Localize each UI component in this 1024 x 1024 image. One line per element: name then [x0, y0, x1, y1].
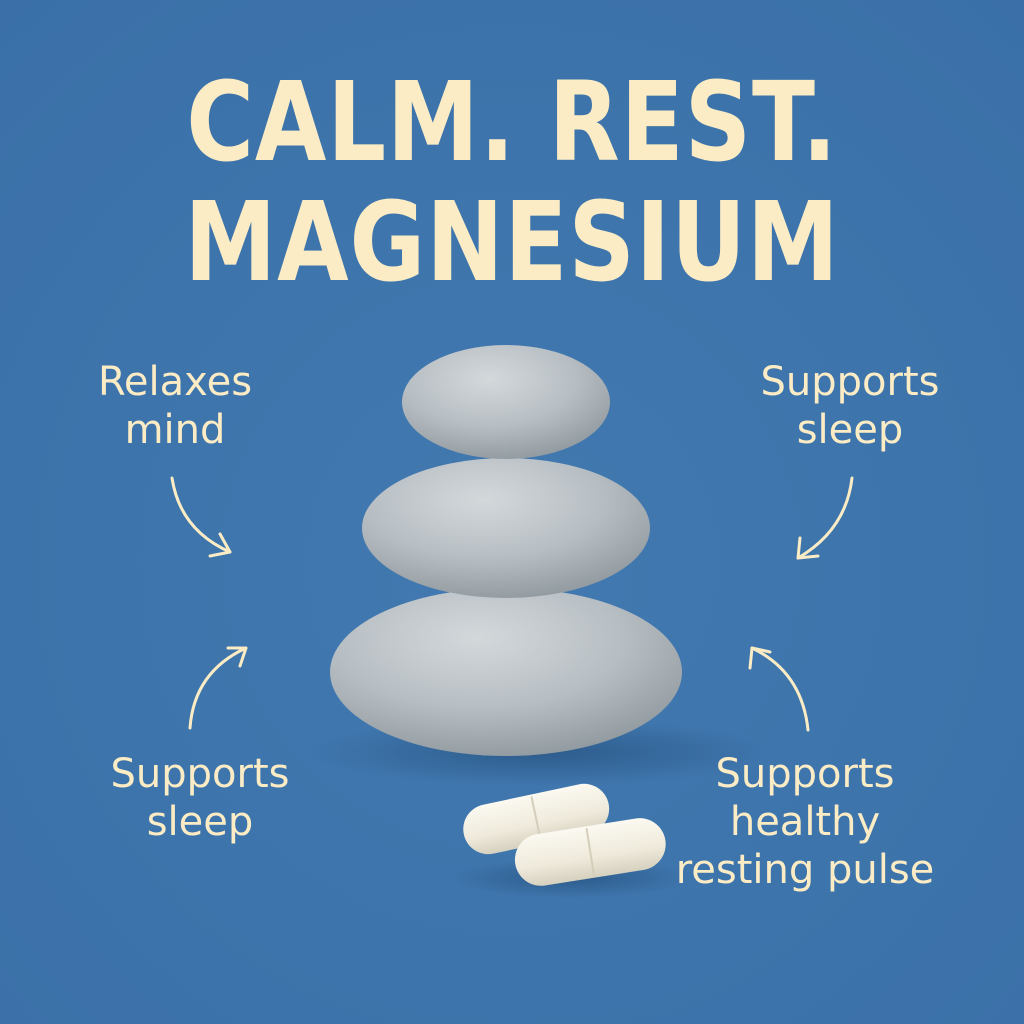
callout-line: mind: [124, 407, 226, 453]
stone-middle: [362, 458, 650, 598]
callout-line: Supports: [760, 359, 940, 405]
callout-supports-sleep-top: Supports sleep: [730, 358, 970, 454]
callout-line: Relaxes: [97, 359, 253, 405]
callout-supports-sleep-bottom: Supports sleep: [80, 750, 320, 846]
callout-resting-pulse: Supports healthy resting pulse: [660, 750, 950, 894]
curved-arrow-icon: [188, 646, 248, 730]
headline-line-2: MAGNESIUM: [184, 178, 840, 306]
callout-line: Supports: [715, 751, 895, 797]
callout-relaxes-mind: Relaxes mind: [60, 358, 290, 454]
curved-arrow-icon: [748, 646, 810, 732]
callout-line: sleep: [796, 407, 904, 453]
capsule-front: [514, 818, 666, 886]
curved-arrow-icon: [170, 476, 232, 558]
callout-line: healthy: [729, 799, 881, 845]
stone-top: [402, 345, 610, 459]
headline-line-1: CALM. REST.: [186, 58, 838, 186]
callout-line: resting pulse: [675, 847, 935, 893]
stone-bottom: [330, 588, 682, 756]
callout-line: sleep: [146, 799, 254, 845]
callout-line: Supports: [110, 751, 290, 797]
curved-arrow-icon: [796, 476, 854, 560]
